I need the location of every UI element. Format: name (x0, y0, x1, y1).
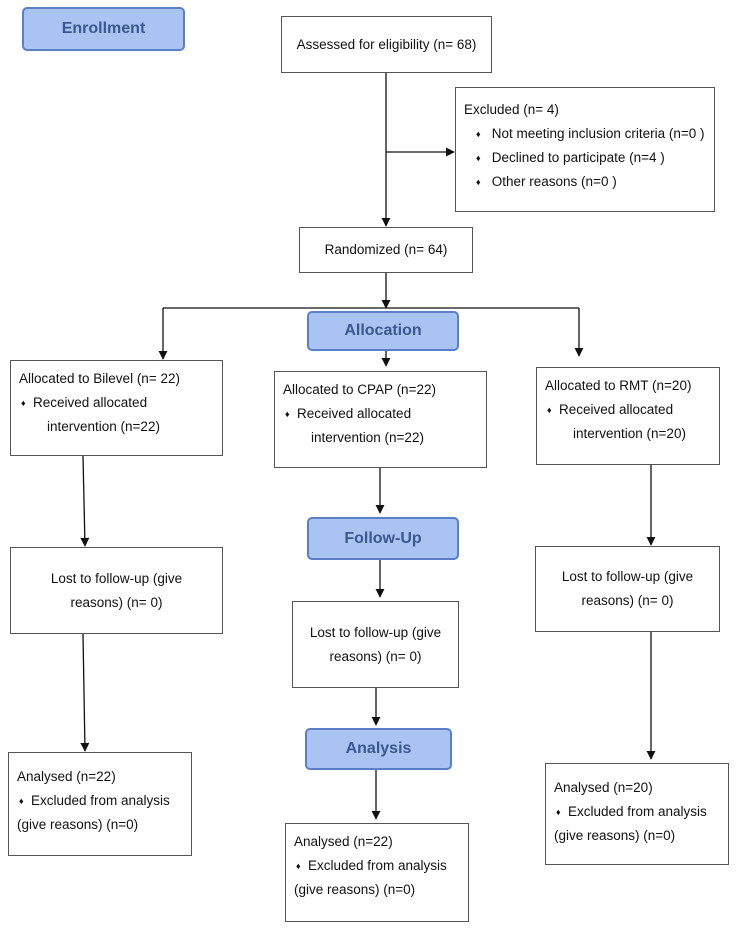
bullet-icon: ♦ (476, 153, 481, 163)
rmt-lost-line1: Lost to follow-up (give (561, 569, 694, 584)
bullet-icon: ♦ (19, 796, 24, 806)
stage-analysis: Analysis (305, 728, 452, 770)
bullet-icon: ♦ (476, 177, 481, 187)
bilevel-excluded-text: Excluded from analysis (31, 793, 170, 808)
rmt-received-text: Received allocated (559, 402, 674, 417)
bilevel-received: ♦ Received allocated (19, 391, 214, 415)
excluded-item: ♦ Declined to participate (n=4 ) (464, 146, 706, 170)
cpap-received-count: intervention (n=22) (311, 430, 424, 445)
randomized-text: Randomized (n= 64) (324, 242, 448, 257)
stage-enrollment: Enrollment (22, 7, 185, 51)
stage-follow-up-label: Follow-Up (344, 529, 422, 547)
bullet-icon: ♦ (547, 405, 552, 415)
bullet-icon: ♦ (556, 807, 561, 817)
bilevel-received-count: intervention (n=22) (47, 419, 160, 434)
excluded-item-text: Not meeting inclusion criteria (n=0 ) (491, 126, 705, 141)
rmt-allocated-title: Allocated to RMT (n=20) (545, 378, 692, 393)
excluded-item-text: Declined to participate (n=4 ) (491, 150, 665, 165)
assessed-box: Assessed for eligibility (n= 68) (281, 16, 492, 73)
stage-analysis-label: Analysis (345, 740, 412, 757)
assessed-text: Assessed for eligibility (n= 68) (296, 36, 477, 52)
stage-follow-up: Follow-Up (307, 517, 459, 560)
bullet-icon: ♦ (476, 129, 481, 139)
excluded-item: ♦ Other reasons (n=0 ) (464, 170, 706, 194)
stage-allocation-label: Allocation (344, 322, 422, 339)
rmt-lost-line2: reasons) (n= 0) (581, 593, 674, 608)
randomized-box: Randomized (n= 64) (299, 227, 473, 273)
bilevel-excluded-count: (give reasons) (n=0) (17, 817, 139, 832)
bilevel-allocated-box: Allocated to Bilevel (n= 22) ♦ Received a… (10, 360, 223, 456)
rmt-excluded-count: (give reasons) (n=0) (554, 828, 676, 843)
excluded-box: Excluded (n= 4) ♦ Not meeting inclusion … (455, 87, 715, 212)
bilevel-analysed-box: Analysed (n=22) ♦Excluded from analysis … (8, 752, 192, 856)
rmt-analysed-box: Analysed (n=20) ♦Excluded from analysis … (545, 763, 729, 865)
cpap-excluded: ♦ Excluded from analysis (294, 854, 460, 878)
cpap-received-text: Received allocated (297, 406, 412, 421)
bilevel-allocated-title: Allocated to Bilevel (n= 22) (19, 371, 180, 386)
cpap-analysed-box: Analysed (n=22) ♦Excluded from analysis … (285, 823, 469, 922)
rmt-allocated-box: Allocated to RMT (n=20) ♦ Received alloca… (536, 367, 720, 465)
cpap-received: ♦ Received allocated (283, 402, 478, 426)
cpap-allocated-title: Allocated to CPAP (n=22) (283, 382, 436, 397)
cpap-lost-box: Lost to follow-up (give reasons) (n= 0) (292, 601, 459, 688)
cpap-analysed-title: Analysed (n=22) (294, 834, 393, 849)
bullet-icon: ♦ (285, 409, 290, 419)
bilevel-received-text: Received allocated (33, 395, 148, 410)
excluded-item-text: Other reasons (n=0 ) (491, 174, 617, 189)
rmt-lost-box: Lost to follow-up (give reasons) (n= 0) (535, 546, 720, 632)
excluded-item: ♦ Not meeting inclusion criteria (n=0 ) (464, 122, 706, 146)
bilevel-lost-box: Lost to follow-up (give reasons) (n= 0) (10, 547, 223, 634)
cpap-excluded-text: Excluded from analysis (308, 858, 447, 873)
bilevel-lost-line2: reasons) (n= 0) (70, 594, 163, 610)
arrow-bilevel-to-analysed (80, 633, 90, 752)
bilevel-excluded: ♦ Excluded from analysis (17, 789, 183, 813)
bullet-icon: ♦ (296, 861, 301, 871)
rmt-received-count: intervention (n=20) (573, 426, 686, 441)
arrow-bilevel-to-lost (80, 455, 90, 547)
bilevel-analysed-title: Analysed (n=22) (17, 769, 116, 784)
rmt-analysed-title: Analysed (n=20) (554, 780, 653, 795)
stage-allocation: Allocation (307, 311, 459, 351)
rmt-excluded-text: Excluded from analysis (568, 804, 707, 819)
rmt-excluded: ♦ Excluded from analysis (554, 800, 720, 824)
cpap-excluded-count: (give reasons) (n=0) (294, 882, 416, 897)
excluded-title: Excluded (n= 4) (464, 102, 559, 117)
rmt-received: ♦ Received allocated (545, 398, 711, 422)
bilevel-lost-line1: Lost to follow-up (give (50, 570, 183, 586)
cpap-allocated-box: Allocated to CPAP (n=22) ♦ Received alloc… (274, 371, 487, 468)
cpap-lost-line2: reasons) (n= 0) (329, 648, 422, 664)
bullet-icon: ♦ (21, 398, 26, 408)
cpap-lost-line1: Lost to follow-up (give (309, 624, 442, 640)
stage-enrollment-label: Enrollment (61, 20, 146, 37)
